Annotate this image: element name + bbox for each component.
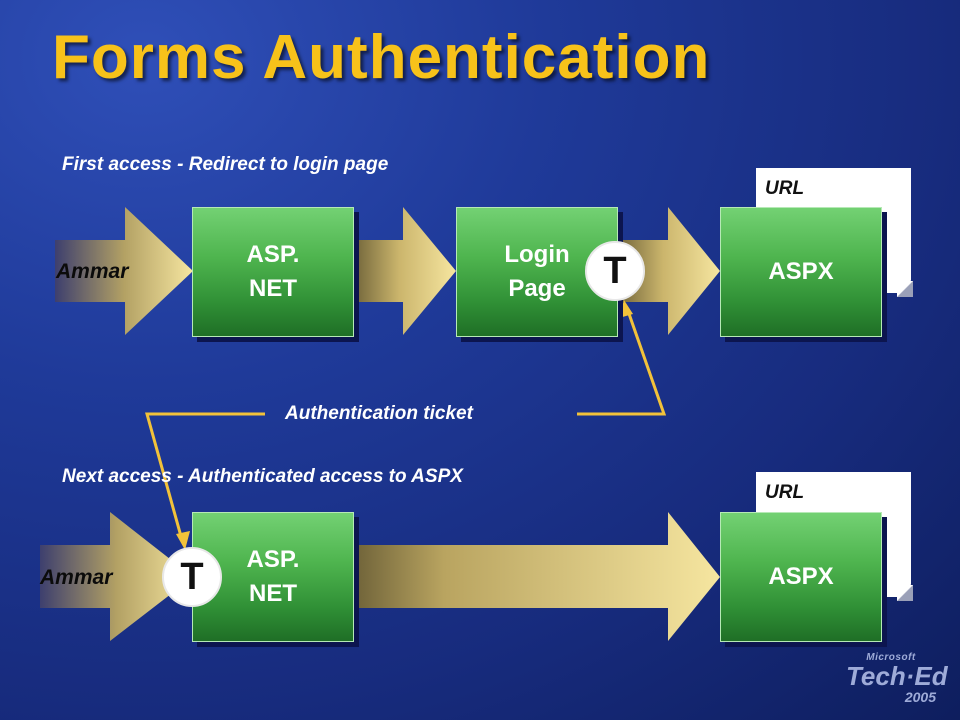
ticket-connector-right [577,307,667,416]
slide-title: Forms Authentication [52,23,711,92]
doc-fold-bottom [897,585,913,601]
aspnet-label-line2: NET [248,580,297,607]
authentication-ticket-caption: Authentication ticket [285,403,473,424]
login-page-box: Login Page [456,207,618,337]
logo-year-text: 2005 [904,689,936,705]
aspnet-label-line2: NET [248,275,297,302]
logo-microsoft-text: Microsoft [866,652,916,663]
login-label-line2: Page [508,275,566,302]
user-label-top: Ammar [56,260,129,283]
url-label-top: URL [765,178,805,199]
arrow-login-to-aspx [616,207,720,335]
arrow-aspnet-to-login [352,207,456,335]
url-label-bottom: URL [765,482,805,503]
logo-teched-text: Tech·Ed [846,661,948,691]
ticket-connector-left [145,412,265,541]
ticket-arrowhead-up [619,300,633,318]
arrow-into-aspnet-top [55,207,193,335]
arrow-aspnet-to-aspx [352,512,720,641]
doc-fold-top [897,281,913,297]
user-label-bottom: Ammar [40,566,113,589]
arrow-into-aspnet-bottom [40,512,193,641]
next-access-caption: Next access - Authenticated access to AS… [62,466,463,487]
first-access-caption: First access - Redirect to login page [62,154,389,175]
login-label-line1: Login [504,241,570,269]
teched-logo: Microsoft Tech·Ed 2005 [846,652,948,705]
ticket-badge-top: T [585,241,645,301]
ticket-badge-bottom: T [162,547,222,607]
aspnet-box-top: ASP. NET [192,207,354,337]
aspx-box-top: ASPX [720,207,882,337]
ticket-arrowhead-down [176,531,190,550]
aspx-box-bottom: ASPX [720,512,882,642]
aspnet-label-line1: ASP. [246,546,300,574]
aspnet-label-line1: ASP. [246,241,300,269]
